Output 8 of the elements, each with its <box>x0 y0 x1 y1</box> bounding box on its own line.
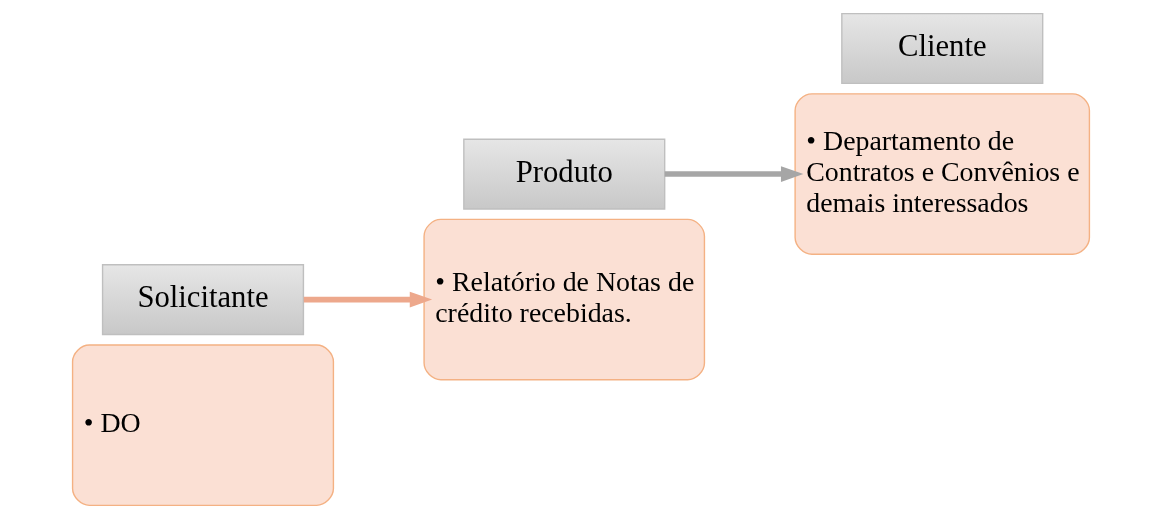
node-box: Cliente <box>840 12 1043 85</box>
node-box: Solicitante <box>101 264 304 336</box>
node-box: Produto <box>462 138 665 210</box>
node-box: • Departamento de Contratos e Convênios e demais interessados <box>793 93 1090 255</box>
arrow <box>664 166 803 182</box>
arrow <box>303 291 432 308</box>
node-box: • DO <box>71 344 334 507</box>
node-box: • Relatório de Notas de crédito recebidas. <box>422 218 705 381</box>
